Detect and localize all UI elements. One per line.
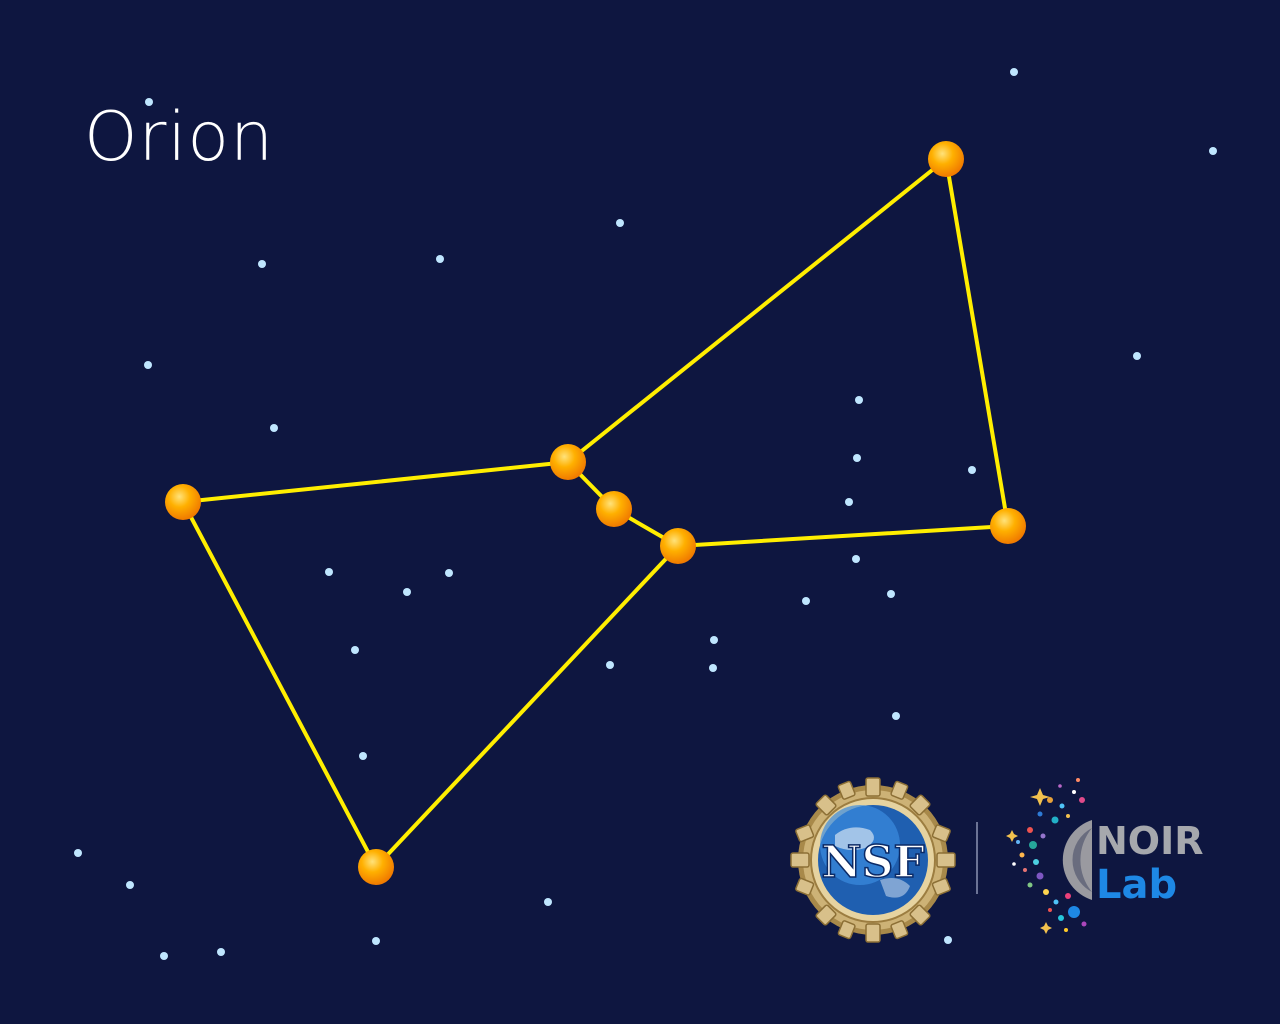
background-stars <box>74 68 1217 960</box>
star-bellatrix <box>165 484 201 520</box>
small-star <box>887 590 895 598</box>
small-star <box>351 646 359 654</box>
constellation-line <box>676 524 1010 548</box>
constellation-line <box>374 544 680 869</box>
small-star <box>270 424 278 432</box>
star-alnitak <box>660 528 696 564</box>
small-star <box>436 255 444 263</box>
small-star <box>258 260 266 268</box>
small-star <box>217 948 225 956</box>
page-title: Orion <box>84 98 275 177</box>
small-star <box>403 588 411 596</box>
sparkle-dots-icon <box>1012 778 1087 932</box>
star-betelgeuse <box>928 141 964 177</box>
small-star <box>852 555 860 563</box>
star-saiph <box>990 508 1026 544</box>
constellation-lines <box>181 157 1010 869</box>
small-star <box>968 466 976 474</box>
small-star <box>853 454 861 462</box>
constellation-line <box>181 460 570 504</box>
constellation-line <box>566 157 948 464</box>
constellation-line <box>181 500 378 869</box>
small-star <box>709 664 717 672</box>
lab-text: Lab <box>1096 862 1177 908</box>
small-star <box>606 661 614 669</box>
small-star <box>74 849 82 857</box>
small-star <box>802 597 810 605</box>
constellation-stars <box>165 141 1026 885</box>
noirlab-logo: NOIR Lab <box>1006 778 1204 934</box>
star-alnilam <box>596 491 632 527</box>
sparkle-star-icon <box>1006 830 1018 842</box>
small-star <box>892 712 900 720</box>
small-star <box>544 898 552 906</box>
moon-icon <box>1062 820 1092 900</box>
small-star <box>160 952 168 960</box>
small-star <box>1010 68 1018 76</box>
sparkle-star-icon <box>1030 788 1050 806</box>
small-star <box>944 936 952 944</box>
small-star <box>144 361 152 369</box>
small-star <box>616 219 624 227</box>
small-star <box>126 881 134 889</box>
small-star <box>1209 147 1217 155</box>
small-star <box>845 498 853 506</box>
small-star <box>710 636 718 644</box>
star-rigel <box>358 849 394 885</box>
noir-text: NOIR <box>1096 819 1204 863</box>
nsf-logo: NSF <box>790 777 956 943</box>
constellation-line <box>944 157 1010 528</box>
small-star <box>359 752 367 760</box>
small-star <box>325 568 333 576</box>
star-mintaka <box>550 444 586 480</box>
small-star <box>1133 352 1141 360</box>
small-star <box>372 937 380 945</box>
small-star <box>145 98 153 106</box>
sparkle-star-icon <box>1040 922 1052 934</box>
small-star <box>855 396 863 404</box>
nsf-text: NSF <box>821 837 924 888</box>
small-star <box>445 569 453 577</box>
